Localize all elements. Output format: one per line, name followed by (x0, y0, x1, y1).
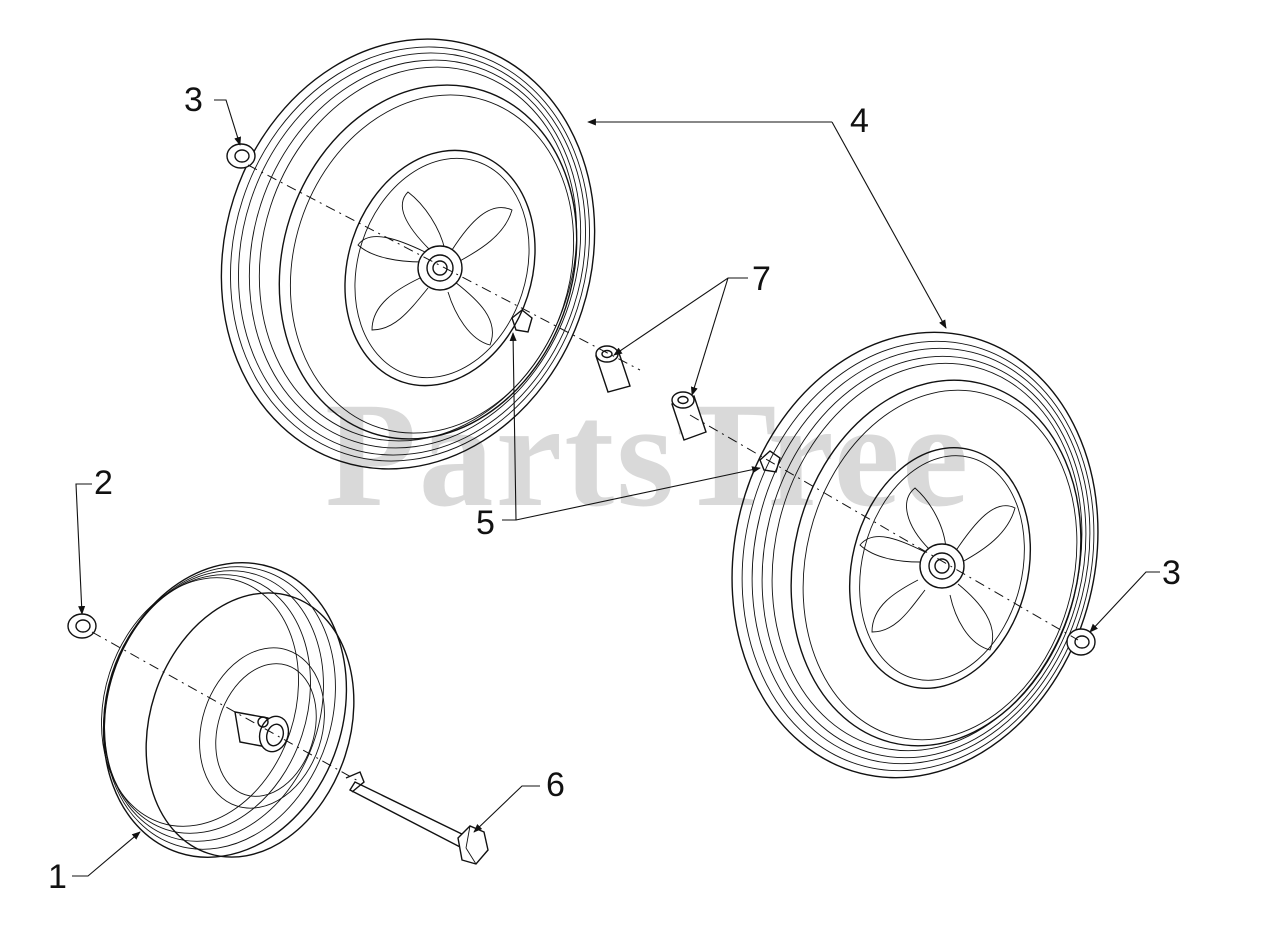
nut-part-3-right (1066, 628, 1096, 656)
axis-lines (91, 164, 1079, 783)
small-wheel (101, 562, 355, 858)
callout-3-right: 3 (1162, 554, 1181, 592)
axle-bolt (345, 771, 489, 865)
callout-3-top: 3 (184, 81, 203, 119)
nut-part-2 (67, 613, 97, 639)
callout-6: 6 (546, 766, 565, 804)
callout-4: 4 (850, 102, 869, 140)
large-wheel-bottom (731, 331, 1099, 779)
callout-5: 5 (476, 504, 495, 542)
leader-lines (72, 99, 1160, 877)
callout-7: 7 (752, 260, 771, 298)
spacer-lower (671, 391, 707, 441)
watermark: PartsTree (325, 372, 971, 538)
spacer-upper (595, 345, 631, 393)
callout-1: 1 (48, 858, 67, 896)
nut-part-3-top (226, 143, 256, 169)
large-wheel-top (220, 38, 596, 470)
callout-2: 2 (94, 464, 113, 502)
